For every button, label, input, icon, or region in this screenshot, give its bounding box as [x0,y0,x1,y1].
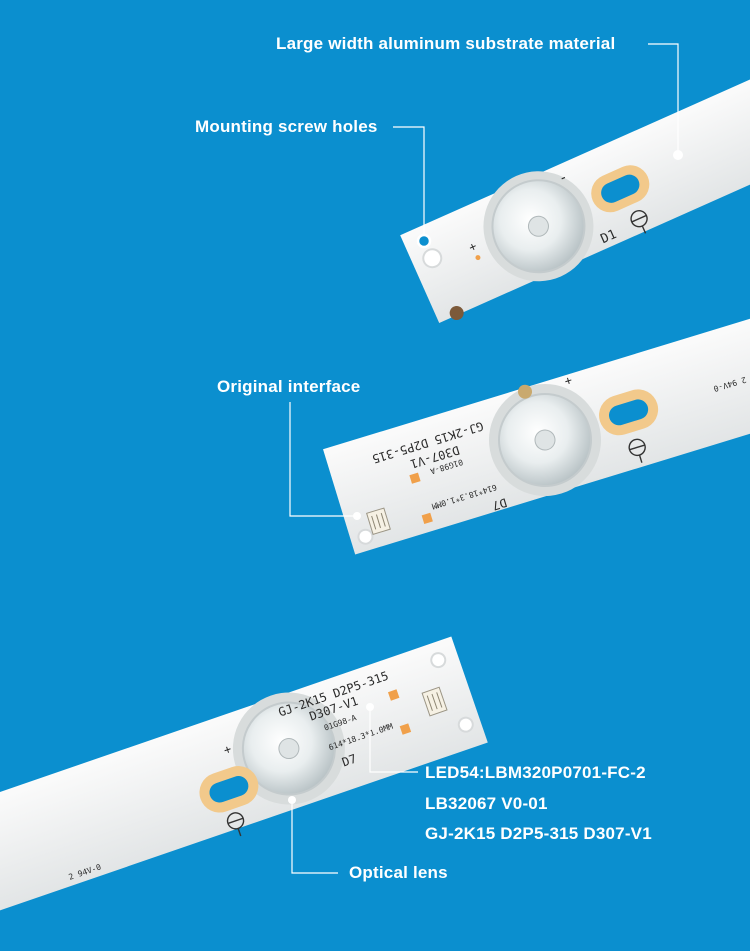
callout-line-interface [289,402,356,517]
callout-dot-lens [288,796,296,804]
strip-2-screw-icon [628,438,646,463]
callout-model-line-2: LB32067 V0-01 [425,794,548,813]
strip-1-slot-inner [601,174,640,203]
strip-3-slot-inner [209,776,249,803]
strip-1-led-label: D1 [599,227,619,247]
strip-3-screw-icon [226,812,245,837]
callout-dot-substrate [673,150,683,160]
strip-3-connector [421,686,448,717]
callout-model-line-3: GJ-2K15 D2P5-315 D307-V1 [425,824,652,843]
strip-1-lens-center [527,215,549,237]
callout-dot-model [366,703,374,711]
callout-interface: Original interface [217,377,361,396]
callout-line-model [369,708,418,773]
strip-2-plus: + [563,373,574,389]
strip-1-solder-dot [475,255,481,261]
callout-model-line-1: LED54:LBM320P0701-FC-2 [425,763,646,782]
callout-screw-holes: Mounting screw holes [195,117,378,136]
callout-dot-screw [416,233,432,249]
strip-2-pad-2 [421,512,433,524]
strip-3-plus: + [222,742,233,758]
strip-3-hole-right-2 [457,716,474,733]
callout-optical-lens: Optical lens [349,863,448,882]
strip-1-pad [449,306,464,321]
strip-2-hole-left [357,528,374,545]
callout-substrate: Large width aluminum substrate material [276,34,616,53]
strip-3-led-label: D7 [340,752,358,770]
callout-line-substrate [648,43,679,155]
strip-2-lens-center [534,429,556,451]
led-strip-2: GJ-2K15 D2P5-315 D307-V1 01G98-A 614*18.… [323,308,750,555]
strip-1-screw-hole [422,248,443,269]
strip-2-pad-1 [409,472,421,484]
callout-line-screw [393,126,425,240]
led-strip-3: GJ-2K15 D2P5-315 D307-V1 01G98-A 614*18.… [0,636,488,925]
strip-3-hole-right [430,652,447,669]
strip-1-board [400,23,750,323]
led-strip-1: D1 - + [400,23,750,323]
strip-2-slot-inner [609,399,649,426]
strip-3-pad-1 [387,689,400,701]
strip-3-lens-center [278,738,300,760]
callout-lines [288,43,683,874]
strip-2-lens-tab-1 [518,384,533,399]
strip-1-screw-icon [630,209,648,234]
callout-line-lens [291,800,338,874]
strip-2-led-label: D7 [491,495,509,513]
strip-2-connector [366,507,391,536]
strip-3-pad-2 [399,723,412,735]
callout-dot-interface [353,512,361,520]
